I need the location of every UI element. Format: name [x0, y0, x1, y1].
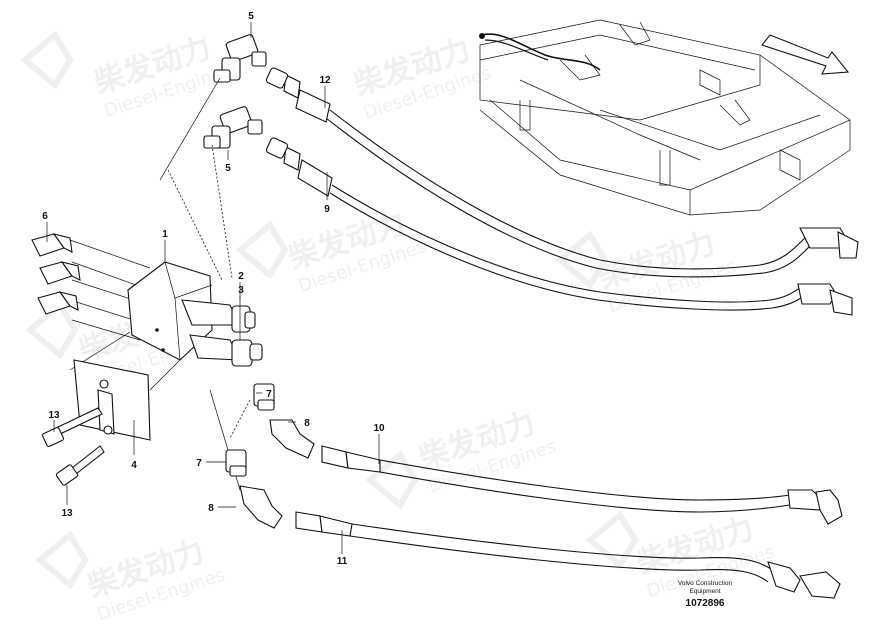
drawing-number: 1072896	[686, 598, 725, 609]
callout-12: 12	[319, 75, 331, 86]
elbow-fitting-lower	[203, 106, 263, 149]
callout-5-upper: 5	[248, 11, 254, 22]
callout-3: 3	[238, 285, 244, 296]
valve-ports	[181, 299, 263, 367]
hose-pair-upper	[325, 109, 817, 311]
callout-1: 1	[162, 229, 168, 240]
callout-9: 9	[324, 204, 330, 215]
callout-8-lower: 8	[208, 503, 214, 514]
elbow-fitting-upper	[213, 34, 267, 83]
connection-lines	[159, 77, 251, 491]
callout-8-upper: 8	[304, 418, 310, 429]
hose-pair-lower	[295, 445, 843, 599]
footer-company-line1: Volvo Construction	[678, 580, 733, 587]
callout-10: 10	[373, 423, 385, 434]
frame-overview-illustration	[479, 19, 851, 216]
callout-7-upper: 7	[266, 389, 272, 400]
callout-labels: 5 5 12 9 1 2 3 6 4 13 13 7 8 7 8 10 11	[42, 11, 385, 567]
lower-fittings	[225, 383, 315, 529]
callout-4: 4	[131, 460, 137, 471]
direction-arrow-icon	[761, 34, 850, 75]
callout-13-upper: 13	[48, 410, 60, 421]
hose-fittings-upper	[265, 67, 859, 316]
leader-lines	[46, 22, 380, 554]
callout-6: 6	[42, 211, 48, 222]
watermark-logo	[20, 30, 639, 590]
callout-5-lower: 5	[225, 163, 231, 174]
footer-company-line2: Equipment	[689, 588, 720, 595]
drawing-footer: Volvo Construction Equipment 1072896	[678, 580, 733, 609]
callout-7-lower: 7	[196, 458, 202, 469]
callout-2: 2	[238, 271, 244, 282]
callout-13-lower: 13	[61, 508, 73, 519]
mounting-bracket	[73, 359, 151, 441]
callout-11: 11	[337, 556, 348, 567]
bolts	[41, 407, 105, 486]
